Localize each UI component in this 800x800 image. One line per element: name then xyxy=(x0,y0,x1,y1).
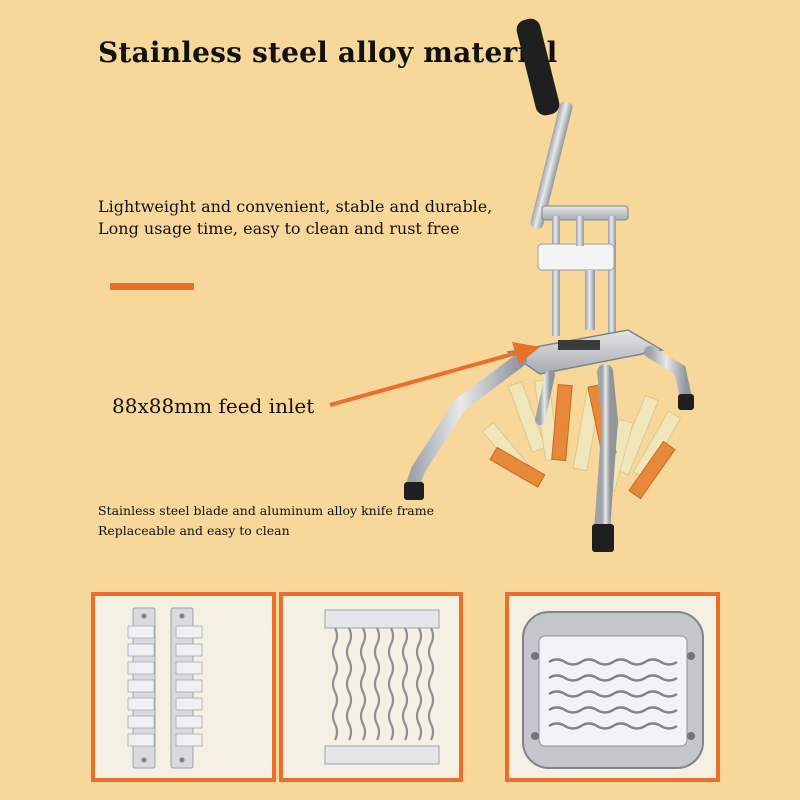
handle-grip xyxy=(516,18,560,116)
blade-info-line-1: Stainless steel blade and aluminum alloy… xyxy=(98,503,435,518)
cut-fries xyxy=(481,378,682,500)
feature-line-2: Long usage time, easy to clean and rust … xyxy=(98,219,460,238)
headline: Stainless steel alloy material xyxy=(98,36,558,69)
vegetable-cutter-illustration xyxy=(404,18,694,552)
blade-strips-image xyxy=(127,607,203,769)
accent-divider xyxy=(110,283,194,290)
blade-info-line-2: Replaceable and easy to clean xyxy=(98,523,290,538)
lever-arm xyxy=(530,101,573,229)
feature-line-1: Lightweight and convenient, stable and d… xyxy=(98,197,493,216)
wavy-blades-panel xyxy=(279,592,463,782)
blade-holder-panel xyxy=(505,592,720,782)
feed-inlet-label: 88x88mm feed inlet xyxy=(112,394,315,418)
blade-holder-image xyxy=(522,611,704,769)
feature-text: Lightweight and convenient, stable and d… xyxy=(98,196,492,240)
feed-table xyxy=(506,329,665,375)
blade-strips-panel xyxy=(91,592,276,782)
blade-info-text: Stainless steel blade and aluminum alloy… xyxy=(98,501,434,541)
wavy-blades-image xyxy=(324,609,440,765)
